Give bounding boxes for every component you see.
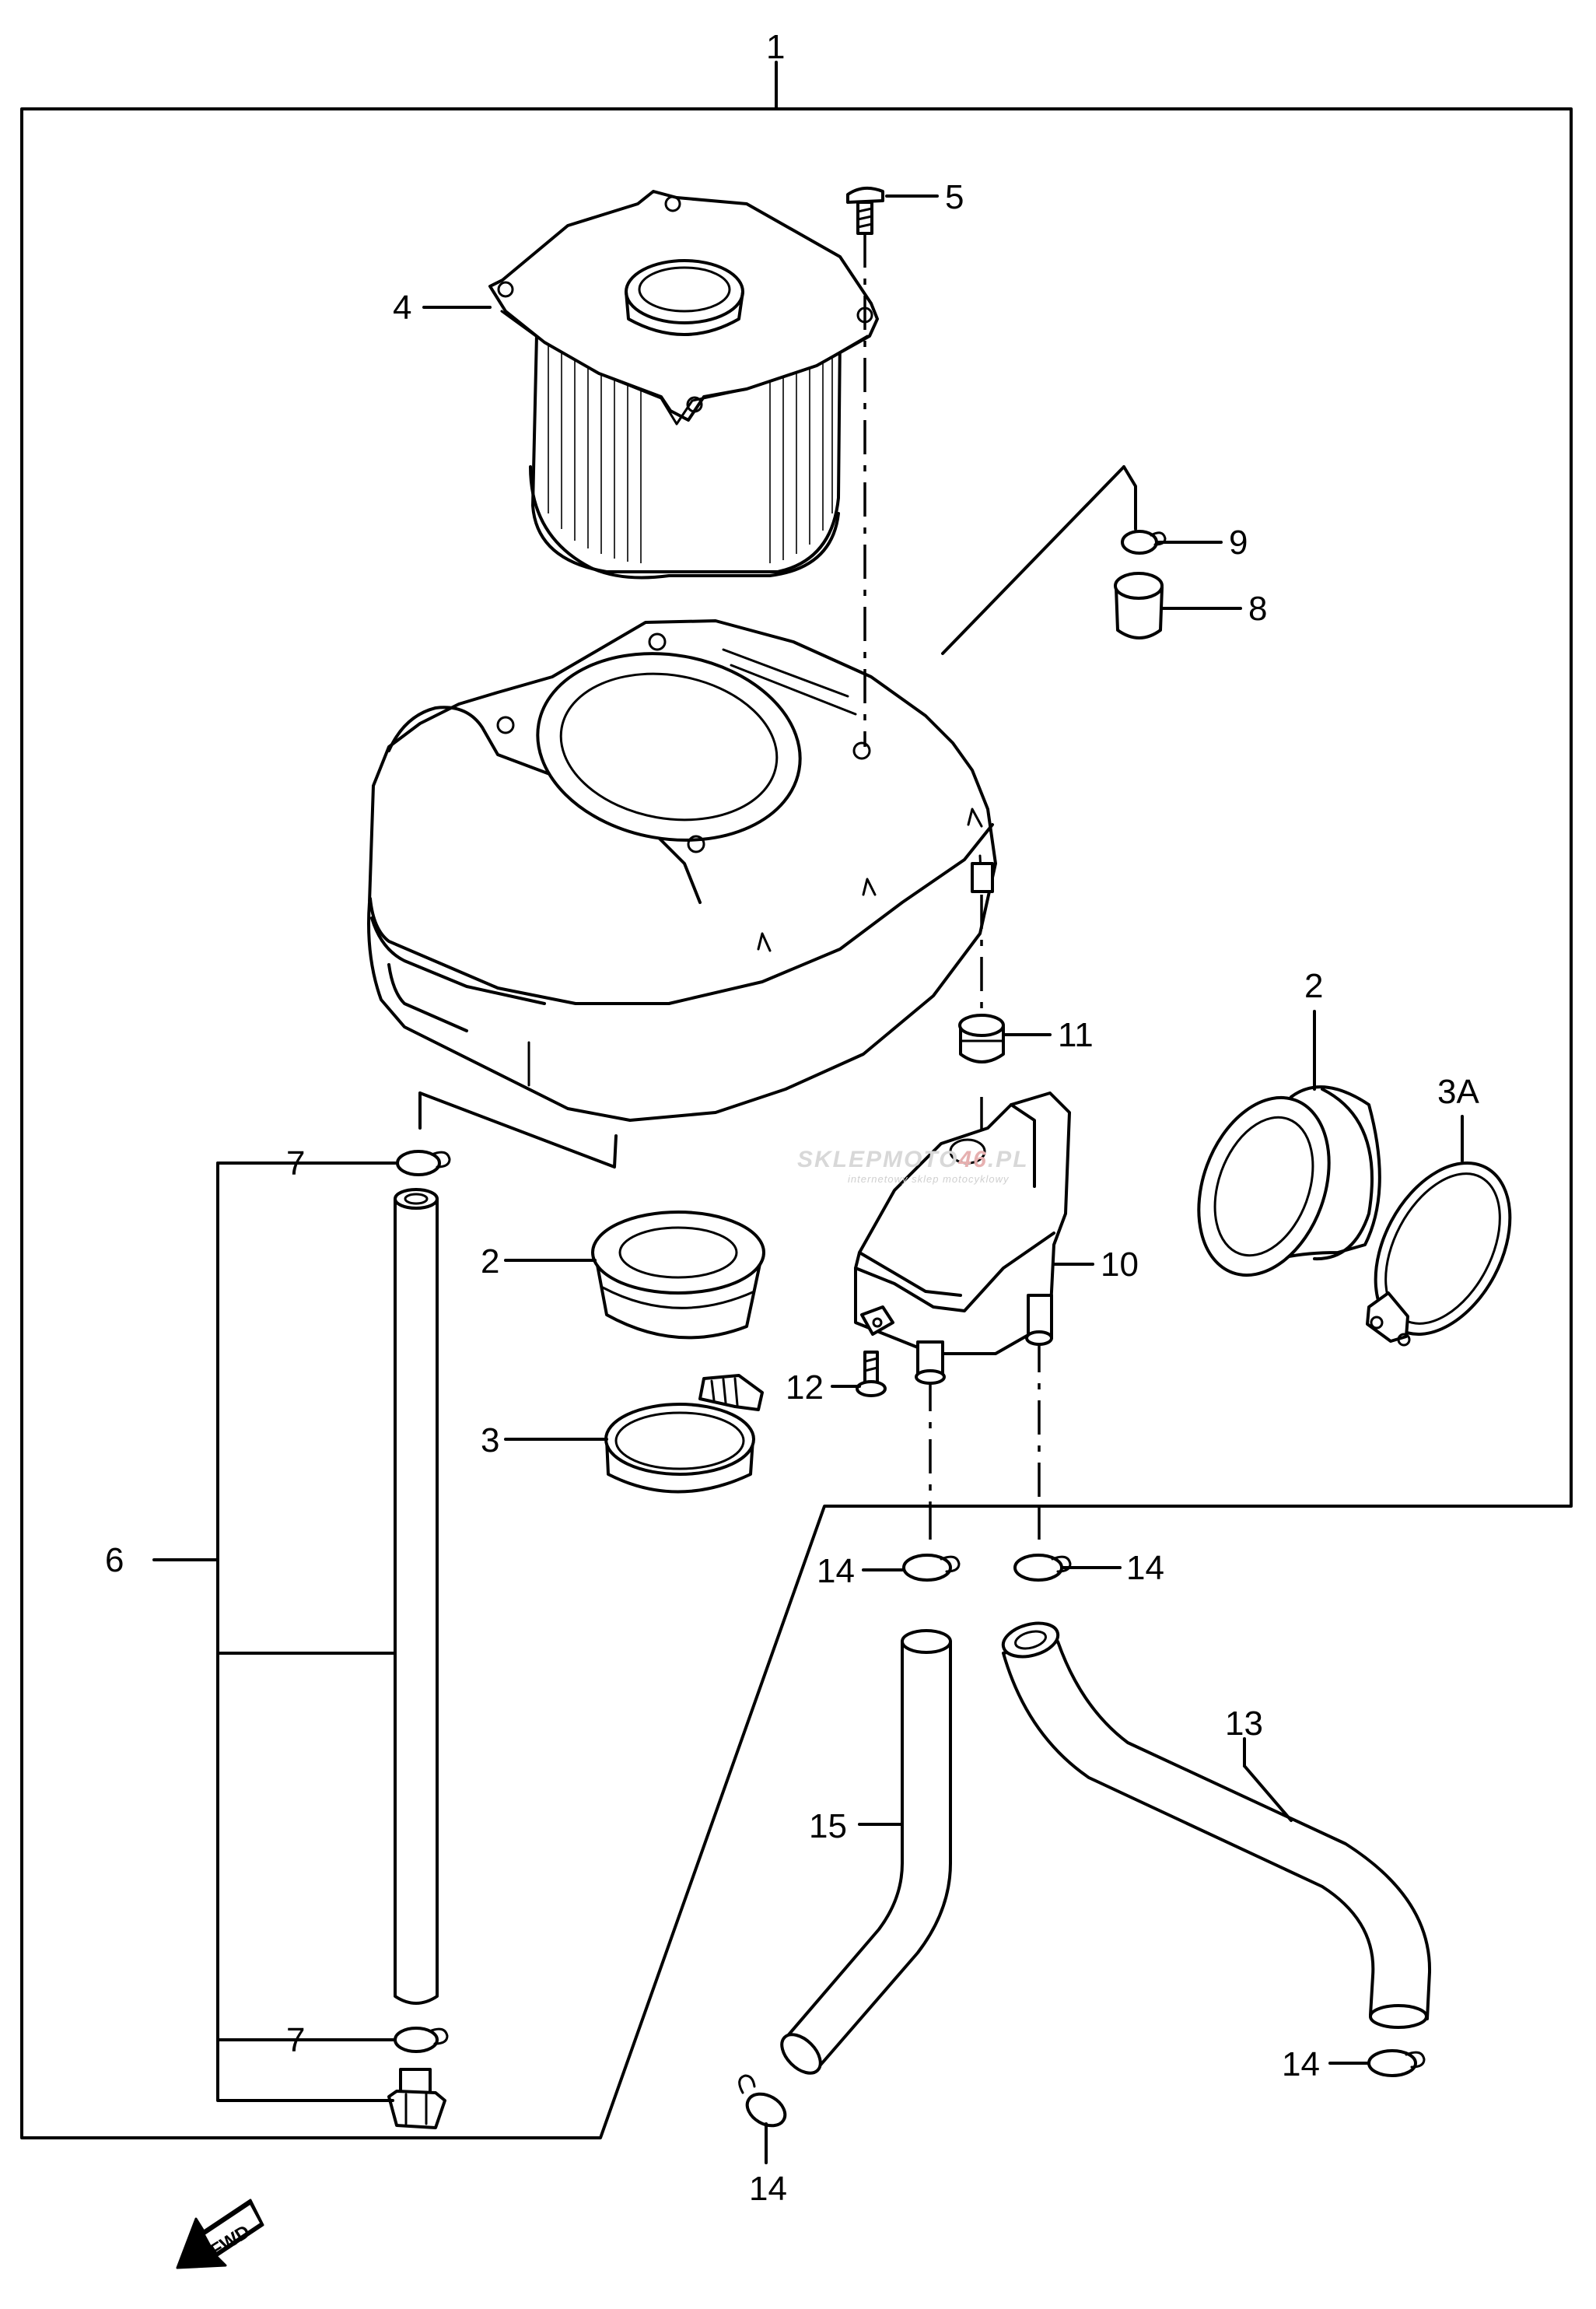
air-cleaner-box bbox=[367, 619, 997, 1122]
hose-clip-part-14-d bbox=[738, 2074, 787, 2128]
watermark: SKLEPMOTO46.PL internetowy sklep motocyk… bbox=[797, 1147, 1029, 1185]
assembly-leader-lines bbox=[418, 465, 1137, 1169]
watermark-tagline: internetowy sklep motocyklowy bbox=[848, 1173, 1010, 1185]
label-part-3a: 3A bbox=[1437, 1073, 1479, 1111]
label-part-4: 4 bbox=[393, 289, 411, 327]
label-part-2-right: 2 bbox=[1304, 967, 1323, 1005]
label-part-14-a: 14 bbox=[817, 1552, 855, 1590]
label-part-7-bottom: 7 bbox=[286, 2021, 305, 2059]
watermark-suffix: .PL bbox=[988, 1147, 1029, 1172]
label-part-3: 3 bbox=[481, 1421, 499, 1459]
centre-lines bbox=[863, 233, 1041, 1548]
grommet-part-11 bbox=[958, 1014, 1005, 1063]
label-part-1: 1 bbox=[766, 28, 785, 66]
assembly-frame bbox=[20, 61, 1573, 2139]
watermark-brand: SKLEPMOTO bbox=[797, 1147, 958, 1172]
label-part-15: 15 bbox=[809, 1807, 847, 1845]
bolt-part-12 bbox=[856, 1351, 887, 1397]
label-part-11: 11 bbox=[1058, 1016, 1094, 1054]
label-part-14-b: 14 bbox=[1126, 1549, 1164, 1587]
svg-text:SKLEPMOTO46.PL: SKLEPMOTO46.PL bbox=[797, 1147, 1029, 1172]
hose-part-13 bbox=[1001, 1621, 1432, 2029]
cap-part-8 bbox=[1114, 572, 1164, 639]
watermark-number: 46 bbox=[957, 1147, 987, 1172]
label-part-2-left: 2 bbox=[481, 1242, 499, 1281]
hose-clip-part-14-c bbox=[1367, 2049, 1426, 2077]
label-part-7-top: 7 bbox=[286, 1144, 305, 1183]
drain-hose-part-6 bbox=[394, 1188, 439, 2005]
hose-clip-part-7-bottom bbox=[394, 2027, 449, 2053]
label-part-10: 10 bbox=[1101, 1246, 1139, 1284]
hose-part-15 bbox=[780, 1629, 952, 2075]
label-part-12: 12 bbox=[786, 1368, 824, 1407]
clamp-part-3 bbox=[604, 1374, 764, 1494]
hose-clip-part-7-top bbox=[396, 1150, 451, 1176]
drain-tank-part-10 bbox=[854, 1091, 1071, 1385]
label-part-14-c: 14 bbox=[1282, 2045, 1320, 2083]
label-part-8: 8 bbox=[1248, 590, 1267, 628]
air-filter-element bbox=[488, 190, 879, 580]
fwd-arrow-icon: FWD bbox=[176, 2199, 264, 2269]
label-part-9: 9 bbox=[1229, 524, 1248, 562]
screw-part-5 bbox=[846, 186, 884, 235]
drain-plug bbox=[387, 2068, 446, 2129]
part-6-bracket bbox=[152, 1162, 397, 2102]
hose-clip-part-14-a bbox=[902, 1554, 961, 1582]
label-part-5: 5 bbox=[945, 178, 964, 216]
intake-joint-left bbox=[591, 1211, 765, 1340]
label-part-13: 13 bbox=[1225, 1705, 1263, 1743]
label-leader-lines bbox=[310, 194, 1464, 2164]
label-part-6: 6 bbox=[105, 1541, 124, 1579]
clamp-part-3a bbox=[1366, 1162, 1512, 1347]
intake-joint-right bbox=[1197, 1085, 1381, 1277]
clip-part-9 bbox=[1121, 530, 1167, 555]
label-part-14-d: 14 bbox=[749, 2170, 787, 2208]
part-number-labels: 1 4 5 9 8 11 10 12 2 3 2 3A 7 7 6 14 14 … bbox=[105, 28, 1479, 2208]
